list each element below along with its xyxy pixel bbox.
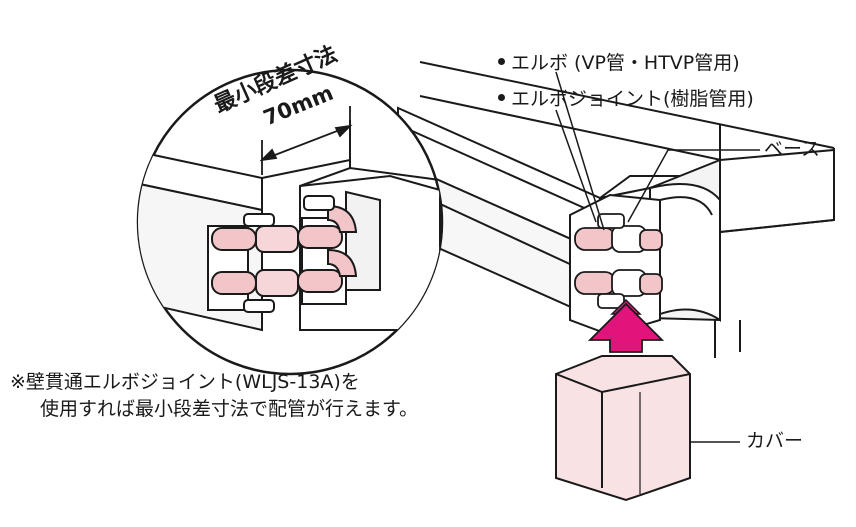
cover-part [555, 355, 691, 502]
bullet-dot [498, 94, 505, 101]
magnified-detail [136, 68, 444, 376]
label-base-text: ベース [764, 138, 821, 160]
label-elbow-joint-text: エルボジョイント(樹脂管用) [511, 88, 754, 110]
label-cover: カバー [746, 430, 803, 452]
install-arrow [587, 298, 665, 353]
label-cover-text: カバー [746, 430, 804, 452]
label-elbow: エルボ (VP管・HTVP管用) [498, 52, 740, 74]
label-elbow-joint: エルボジョイント(樹脂管用) [498, 88, 754, 110]
note-line-1-text: ※壁貫通エルボジョイント(WLJS-13A)を [10, 371, 360, 393]
label-elbow-text: エルボ (VP管・HTVP管用) [511, 52, 740, 74]
note-line-2-text: 使用すれば最小段差寸法で配管が行えます。 [40, 398, 419, 420]
label-base: ベース [764, 138, 820, 160]
right-elbow-pipes [574, 213, 663, 309]
note-line-1: ※壁貫通エルボジョイント(WLJS-13A)を [10, 370, 360, 394]
note-line-2: 使用すれば最小段差寸法で配管が行えます。 [40, 397, 418, 421]
bullet-dot [498, 58, 505, 65]
